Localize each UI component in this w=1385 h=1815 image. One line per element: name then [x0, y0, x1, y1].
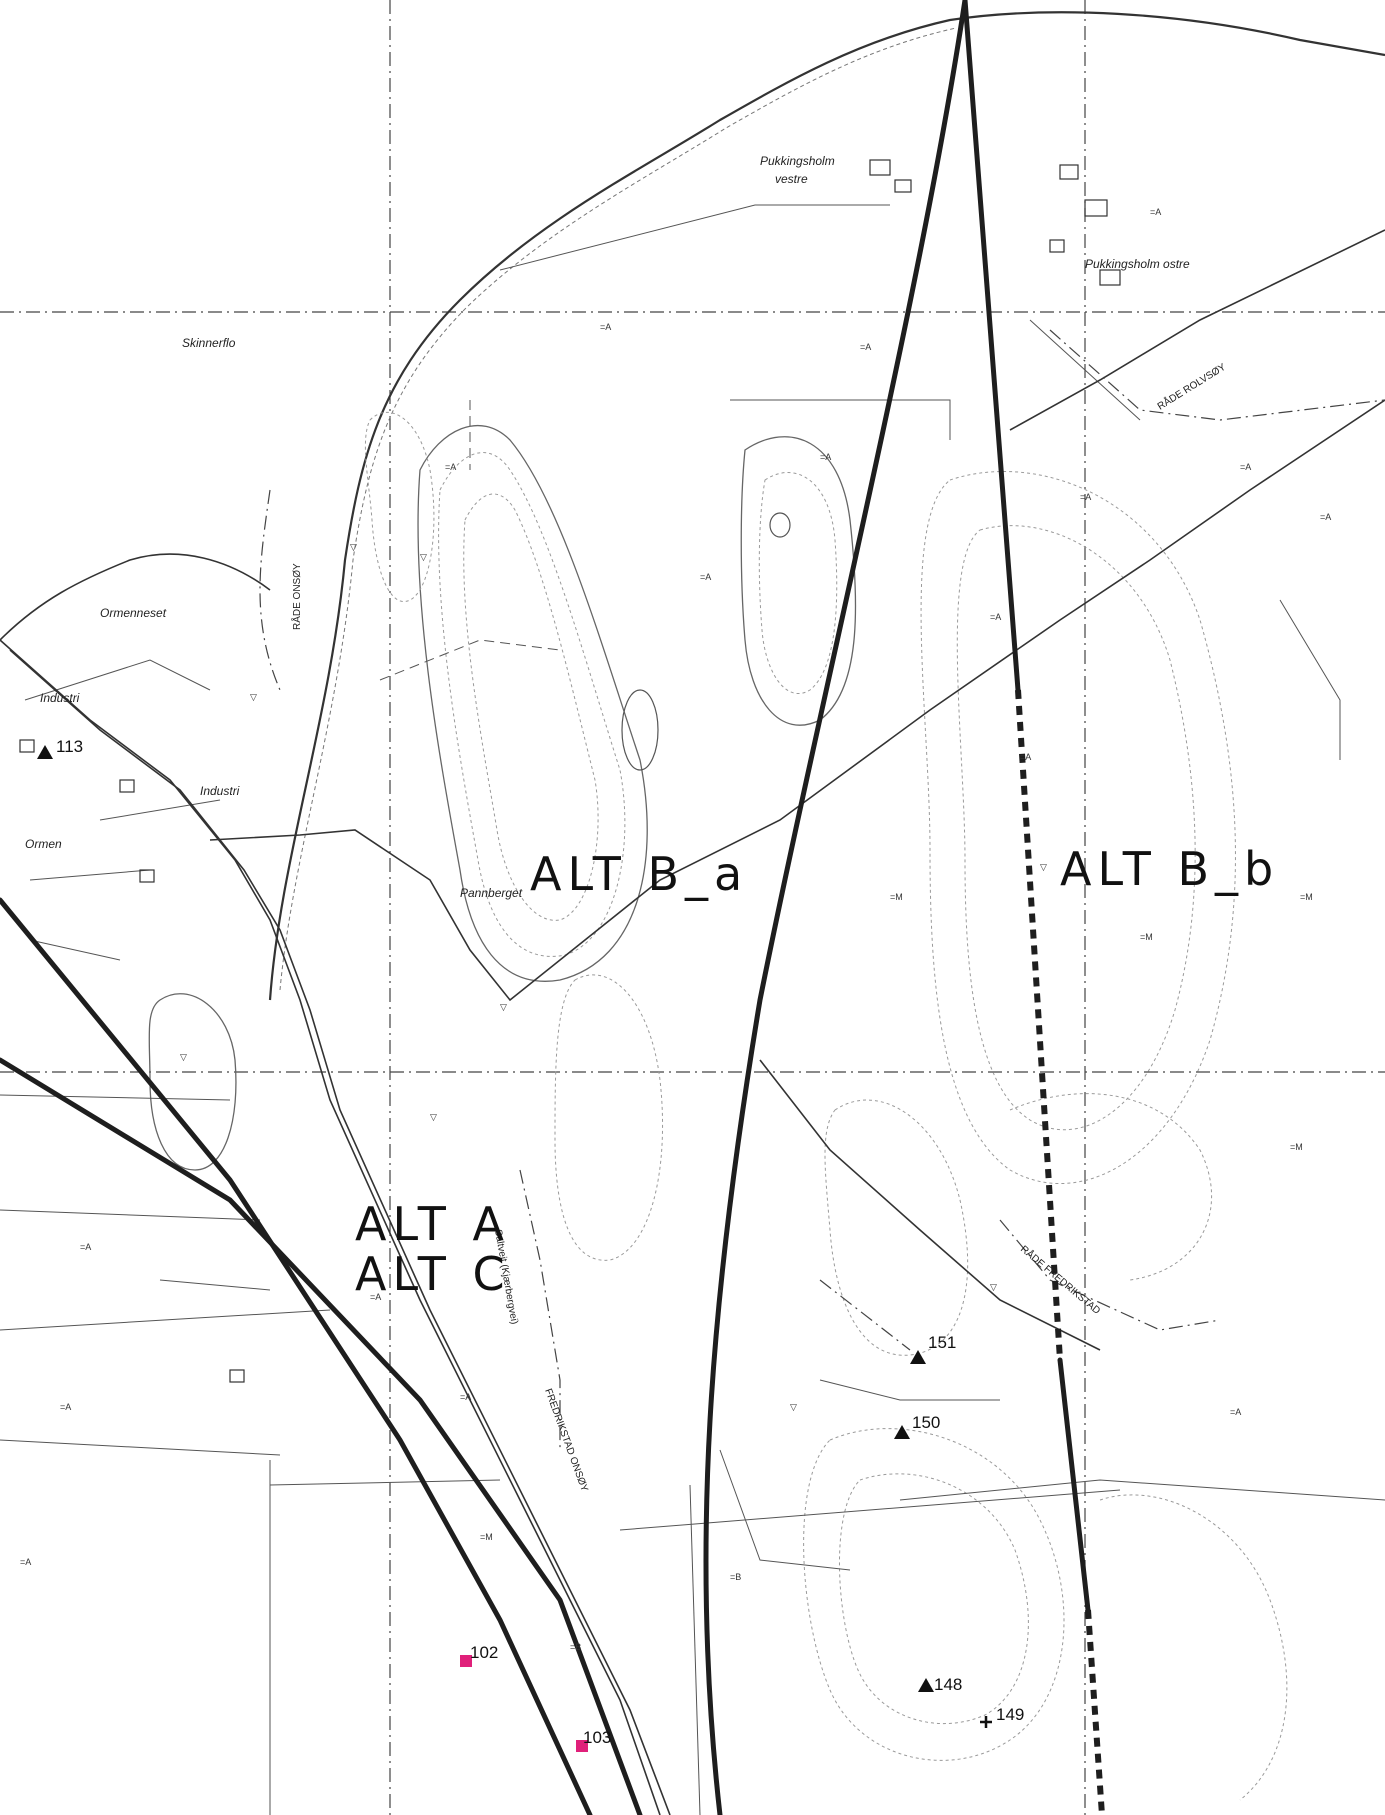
- svg-text:▽: ▽: [990, 1282, 997, 1292]
- svg-text:=M: =M: [890, 892, 903, 902]
- svg-text:150: 150: [912, 1413, 940, 1432]
- route-alt-a-line: [0, 897, 593, 1815]
- svg-text:=M: =M: [1140, 932, 1153, 942]
- svg-text:=A: =A: [1020, 752, 1031, 762]
- place-pukkingsholm-vestre-suffix: vestre: [775, 172, 808, 186]
- property-lines: [0, 204, 1385, 1815]
- svg-text:▽: ▽: [250, 692, 257, 702]
- svg-text:113: 113: [56, 737, 83, 756]
- svg-text:=A: =A: [1080, 492, 1091, 502]
- svg-text:102: 102: [470, 1643, 498, 1662]
- place-pukkingsholm-vestre: Pukkingsholm: [760, 154, 835, 168]
- svg-text:=B: =B: [570, 1642, 581, 1652]
- point-103: 103: [576, 1728, 611, 1752]
- svg-text:=A: =A: [1320, 512, 1331, 522]
- svg-text:=A: =A: [20, 1557, 31, 1567]
- border-rade-onsoy: RÅDE ONSØY: [290, 563, 303, 630]
- svg-text:=A: =A: [1230, 1407, 1241, 1417]
- point-148: 148: [918, 1675, 962, 1694]
- svg-text:=B: =B: [730, 1572, 741, 1582]
- svg-text:=M: =M: [1290, 1142, 1303, 1152]
- svg-text:▽: ▽: [790, 1402, 797, 1412]
- point-149: 149: [980, 1705, 1024, 1728]
- place-skinnerflo: Skinnerflo: [182, 336, 236, 350]
- point-151: 151: [910, 1333, 956, 1364]
- route-alt-b-a-line: [703, 0, 968, 1815]
- svg-text:▽: ▽: [500, 1002, 507, 1012]
- svg-text:▽: ▽: [1040, 862, 1047, 872]
- point-150: 150: [894, 1413, 940, 1439]
- svg-text:▽: ▽: [420, 552, 427, 562]
- place-pannberget: Pannberget: [460, 886, 523, 900]
- svg-text:=A: =A: [80, 1242, 91, 1252]
- point-113: 113: [37, 737, 83, 759]
- place-ormen: Ormen: [25, 837, 62, 851]
- place-pukkingsholm-ostre: Pukkingsholm ostre: [1085, 257, 1190, 271]
- svg-text:=A: =A: [700, 572, 711, 582]
- label-alt-b-a: ALT B_a: [530, 847, 748, 901]
- svg-text:=A: =A: [1240, 462, 1251, 472]
- svg-text:=A: =A: [60, 1402, 71, 1412]
- place-ormenneset: Ormenneset: [100, 606, 167, 620]
- label-alt-b-b: ALT B_b: [1060, 842, 1279, 896]
- svg-text:=A: =A: [990, 612, 1001, 622]
- svg-text:=A: =A: [820, 452, 831, 462]
- label-alt-a: ALT A: [355, 1197, 510, 1251]
- svg-text:=M: =M: [1300, 892, 1313, 902]
- route-alt-b-b-line: [962, 0, 1105, 1815]
- svg-text:=M: =M: [480, 1532, 493, 1542]
- terrain-contours: [148, 411, 1288, 1801]
- point-102: 102: [460, 1643, 498, 1667]
- svg-text:=A: =A: [460, 1392, 471, 1402]
- shoreline: [0, 11, 1385, 1001]
- svg-text:▽: ▽: [180, 1052, 187, 1062]
- place-industri-2: Industri: [200, 784, 240, 798]
- buildings: [19, 159, 1121, 1383]
- svg-text:=A: =A: [860, 342, 871, 352]
- place-industri-1: Industri: [40, 691, 80, 705]
- svg-text:151: 151: [928, 1333, 956, 1352]
- svg-text:=A: =A: [600, 322, 611, 332]
- svg-text:=A: =A: [445, 462, 456, 472]
- roads: [0, 229, 1385, 1815]
- svg-text:103: 103: [583, 1728, 611, 1747]
- svg-text:▽: ▽: [430, 1112, 437, 1122]
- svg-text:148: 148: [934, 1675, 962, 1694]
- svg-text:▽: ▽: [350, 542, 357, 552]
- map-symbols: =A =A =A =A =A =A =A =A =A =A =A =M =M =M =M =A =A =…: [20, 207, 1331, 1652]
- svg-text:=A: =A: [370, 1292, 381, 1302]
- svg-text:149: 149: [996, 1705, 1024, 1724]
- route-alt-c-line: [0, 1057, 643, 1815]
- svg-text:=A: =A: [1150, 207, 1161, 217]
- label-alt-c: ALT C: [355, 1247, 511, 1301]
